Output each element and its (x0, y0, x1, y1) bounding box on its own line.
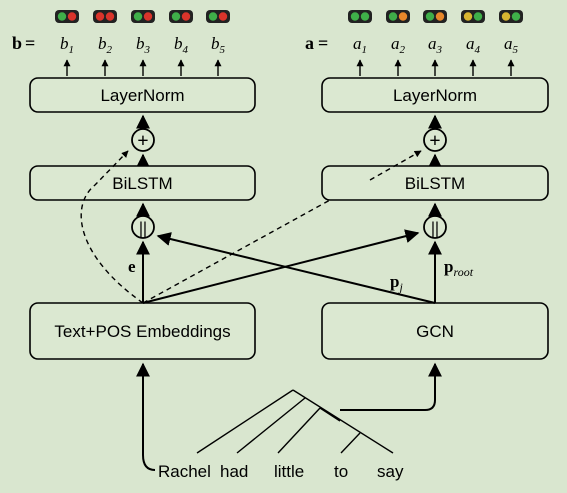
add-symbol-left: + (137, 130, 148, 152)
layernorm-label-right: LayerNorm (393, 86, 477, 105)
indicator-left-3 (131, 10, 155, 23)
concat-operator-right (423, 215, 447, 239)
output-row-left: b = b1 b2 b3 b4 b5 (12, 33, 226, 56)
indicator-light-left (425, 12, 435, 21)
sentence-word-3: little (274, 462, 304, 481)
output-item-right-3: a3 (428, 34, 443, 56)
add-operator-left (131, 128, 155, 152)
indicator-light-left (208, 12, 218, 21)
indicator-light-right (511, 12, 521, 21)
arrow-embeddings-to-concat-right (142, 229, 420, 304)
output-item-left-3: b3 (136, 34, 151, 56)
sentence-word-5: say (377, 462, 404, 481)
edge-label-e: e (128, 257, 136, 276)
indicator-right-2 (386, 10, 410, 23)
indicator-light-right (218, 12, 228, 21)
output-equals-left: = (25, 33, 35, 53)
embeddings-label: Text+POS Embeddings (54, 322, 230, 341)
dependency-tree (196, 389, 394, 454)
residual-dashed-right (369, 150, 422, 181)
indicator-light-left (57, 12, 67, 21)
concat-symbol-right: || (431, 218, 439, 238)
indicator-light-left (388, 12, 398, 21)
output-item-right-1: a1 (353, 34, 367, 56)
add-symbol-right: + (429, 130, 440, 152)
indicator-light-right (398, 12, 408, 21)
output-symbol-a: a (305, 33, 314, 53)
indicator-right-1 (348, 10, 372, 23)
output-item-left-4: b4 (174, 34, 189, 56)
indicator-light-right (105, 12, 115, 21)
arrow-gcn-to-concat-left (156, 232, 436, 304)
edge-label-proot: proot (444, 257, 474, 279)
indicator-light-left (463, 12, 473, 21)
output-item-right-4: a4 (466, 34, 481, 56)
layernorm-label-left: LayerNorm (100, 86, 184, 105)
indicator-light-right (181, 12, 191, 21)
indicator-left-2 (93, 10, 117, 23)
indicator-light-left (171, 12, 181, 21)
sentence-word-2: had (220, 462, 248, 481)
concat-symbol-left: || (139, 218, 147, 238)
indicator-light-left (350, 12, 360, 21)
layernorm-box-left (29, 77, 256, 113)
arrow-tree-to-gcn (340, 362, 442, 411)
output-item-left-5: b5 (211, 34, 226, 56)
output-row-right: a = a1 a2 a3 a4 a5 (305, 33, 519, 56)
output-item-right-2: a2 (391, 34, 406, 56)
indicator-left-5 (206, 10, 230, 23)
bilstm-label-left: BiLSTM (112, 174, 172, 193)
sentence-word-1: Rachel (158, 462, 211, 481)
indicator-left-4 (169, 10, 193, 23)
bilstm-label-right: BiLSTM (405, 174, 465, 193)
indicator-light-right (67, 12, 77, 21)
indicator-light-left (501, 12, 511, 21)
edge-label-pj: pj (390, 272, 403, 294)
residual-dashed-left (80, 150, 144, 304)
concat-operator-left (131, 215, 155, 239)
indicator-light-left (133, 12, 143, 21)
output-item-right-5: a5 (504, 34, 519, 56)
indicator-right-3 (423, 10, 447, 23)
output-arrows (63, 59, 515, 76)
bilstm-box-left (29, 165, 256, 201)
residual-dashed-cross (142, 199, 331, 304)
indicator-group-left (55, 10, 230, 23)
sentence-word-4: to (334, 462, 348, 481)
indicator-right-4 (461, 10, 485, 23)
output-symbol-b: b (12, 33, 22, 53)
indicator-light-right (360, 12, 370, 21)
indicator-right-5 (499, 10, 523, 23)
arrow-sentence-to-embeddings (136, 362, 156, 471)
layernorm-box-right (321, 77, 549, 113)
indicator-light-right (435, 12, 445, 21)
indicator-group-right (348, 10, 523, 23)
indicator-light-right (473, 12, 483, 21)
indicator-light-right (143, 12, 153, 21)
sentence: Rachel had little to say (158, 462, 404, 481)
add-operator-right (423, 128, 447, 152)
output-item-left-1: b1 (60, 34, 74, 56)
output-equals-right: = (318, 33, 328, 53)
gcn-label: GCN (416, 322, 454, 341)
output-item-left-2: b2 (98, 34, 113, 56)
indicator-light-left (95, 12, 105, 21)
indicator-left-1 (55, 10, 79, 23)
